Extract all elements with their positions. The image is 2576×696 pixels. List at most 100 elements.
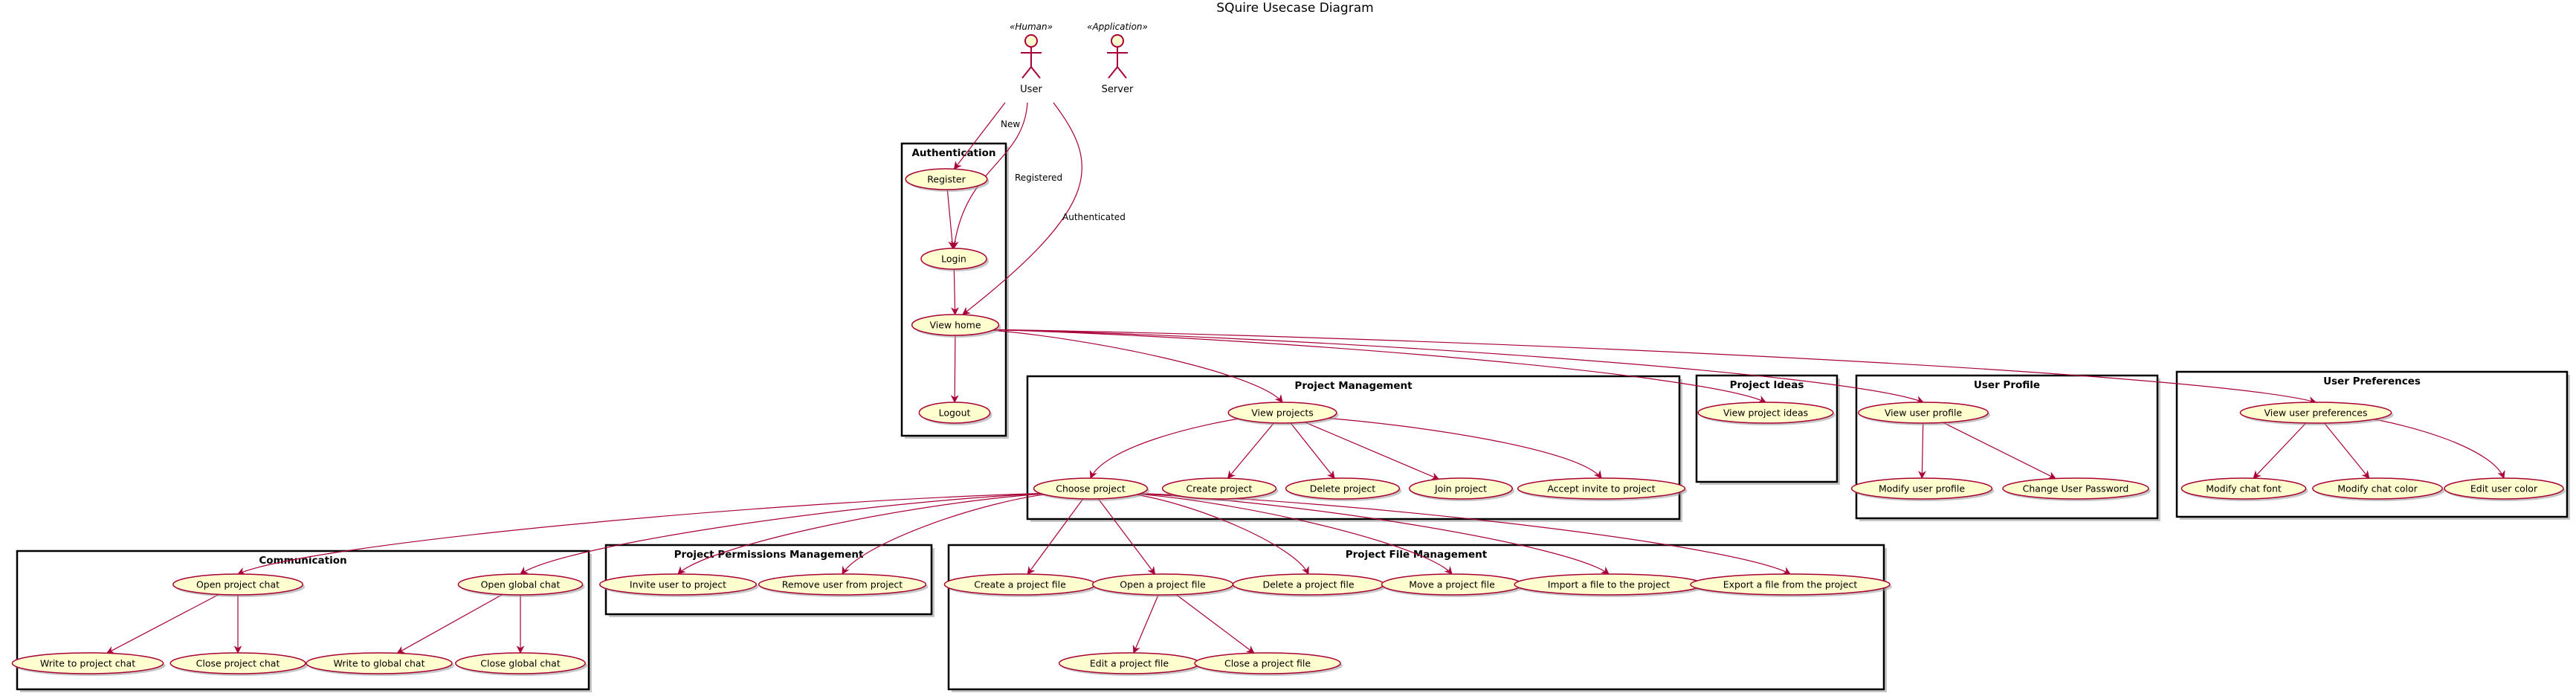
package-title: Project File Management [1346, 549, 1488, 561]
usecase-ellipse [457, 573, 584, 596]
edge-view-user-profile-to-change-user-password [1943, 422, 2056, 480]
diagram-title: SQuire Usecase Diagram [1216, 1, 1373, 16]
usecase-ellipse [1850, 477, 1993, 500]
usecase-login: Login [920, 248, 989, 271]
usecase-label: Create project [1187, 483, 1253, 494]
edge-label: Authenticated [1062, 212, 1126, 222]
usecase-choose-project: Choose project [1033, 477, 1150, 501]
usecase-ellipse [918, 402, 991, 424]
usecase-label: Close global chat [480, 658, 561, 669]
usecase-label: Remove user from project [782, 579, 903, 590]
actor-figure-icon [1021, 34, 1042, 79]
edge-view-projects-to-accept-invite [1314, 416, 1602, 479]
usecase-label: Export a file from the project [1723, 579, 1858, 590]
usecase-ellipse [1285, 477, 1401, 500]
edge-user-to-register [953, 102, 1006, 170]
edge-view-user-preferences-to-modify-chat-color [2323, 422, 2370, 479]
actor-user: «Human»User [1010, 22, 1053, 95]
usecase-open-global-chat: Open global chat [457, 573, 585, 597]
usecase-ellipse [2239, 402, 2392, 424]
usecase-label: Delete a project file [1262, 579, 1354, 590]
usecase-ellipse [306, 652, 453, 674]
usecase-view-project-ideas: View project ideas [1697, 402, 1836, 425]
usecase-view-user-profile: View user profile [1858, 402, 1991, 425]
edge-view-home-to-view-user-preferences [981, 329, 2317, 405]
usecase-label: Import a file to the project [1548, 579, 1670, 590]
usecase-label: Logout [939, 407, 971, 419]
usecase-open-file: Open a project file [1091, 573, 1236, 597]
edge-view-user-profile-to-modify-user-profile [1918, 422, 1926, 480]
edge-choose-project-to-invite-user [677, 492, 1057, 575]
usecase-label: Edit a project file [1090, 658, 1169, 669]
usecase-label: View user preferences [2264, 407, 2367, 419]
edge-choose-project-to-open-file [1097, 498, 1156, 575]
usecase-label: Edit user color [2470, 483, 2538, 494]
package-frame [1695, 374, 1839, 483]
package-title: Project Ideas [1730, 379, 1804, 391]
edge-register-to-login [946, 189, 957, 250]
usecase-label: Accept invite to project [1547, 483, 1655, 494]
edge-login-to-view-home [951, 268, 959, 316]
edge-view-home-to-view-project-ideas [981, 329, 1766, 403]
usecase-label: Invite user to project [630, 579, 726, 590]
usecase-label: Create a project file [974, 579, 1066, 590]
usecase-ellipse [920, 248, 987, 270]
usecase-invite-user: Invite user to project [599, 573, 759, 597]
usecase-ellipse [172, 573, 303, 596]
edge-view-projects-to-create-project [1227, 422, 1274, 479]
usecase-close-project-chat: Close project chat [170, 652, 308, 676]
edge-choose-project-to-open-global-chat [520, 492, 1057, 575]
usecase-delete-project: Delete project [1285, 477, 1402, 501]
edge-choose-project-to-delete-file [1124, 492, 1309, 575]
usecase-label: View home [929, 320, 981, 331]
usecase-ellipse [1517, 477, 1686, 500]
usecase-label: View user profile [1885, 407, 1963, 419]
usecase-label: Write to project chat [40, 658, 135, 669]
usecase-label: Change User Password [2023, 483, 2129, 494]
usecase-ellipse [758, 573, 927, 596]
usecase-join-project: Join project [1409, 477, 1515, 501]
usecase-ellipse [1409, 477, 1513, 500]
usecase-label: Close a project file [1224, 658, 1311, 669]
package-frame [900, 142, 1007, 437]
usecase-ellipse [2444, 477, 2564, 500]
usecase-modify-chat-color: Modify chat color [2312, 477, 2445, 501]
usecase-label: Open project chat [196, 579, 280, 590]
usecase-view-projects: View projects [1227, 402, 1339, 425]
edge-label: Registered [1015, 173, 1062, 183]
usecase-ellipse [911, 314, 1000, 336]
package-authentication: Authentication [900, 142, 1009, 439]
usecase-ellipse [11, 652, 164, 674]
edge-view-home-to-view-user-profile [981, 329, 1925, 404]
actor-stereotype: «Application» [1087, 22, 1148, 32]
usecase-create-project: Create project [1161, 477, 1279, 501]
edge-view-user-preferences-to-modify-chat-font [2253, 422, 2307, 479]
usecase-accept-invite: Accept invite to project [1517, 477, 1688, 501]
usecase-edit-file: Edit a project file [1058, 652, 1202, 676]
edge-choose-project-to-move-file [1124, 492, 1453, 575]
usecase-label: Open a project file [1120, 579, 1206, 590]
usecase-write-project-chat: Write to project chat [11, 652, 166, 676]
usecase-open-project-chat: Open project chat [172, 573, 306, 597]
usecase-ellipse [2002, 477, 2149, 500]
usecase-label: Move a project file [1409, 579, 1495, 590]
edge-open-project-chat-to-write-project-chat [106, 593, 219, 654]
usecase-ellipse [1690, 573, 1891, 596]
usecase-modify-user-profile: Modify user profile [1850, 477, 1995, 501]
usecase-import-file: Import a file to the project [1514, 573, 1705, 597]
usecase-label: View projects [1251, 407, 1314, 419]
edge-choose-project-to-remove-user [842, 492, 1057, 575]
usecase-label: Join project [1434, 483, 1487, 494]
usecase-label: Register [927, 174, 966, 185]
usecase-label: Modify user profile [1879, 483, 1965, 494]
edge-choose-project-to-open-project-chat [237, 492, 1057, 575]
usecase-ellipse [455, 652, 586, 674]
actor-figure-icon [1107, 34, 1128, 79]
usecase-ellipse [2180, 477, 2307, 500]
usecase-modify-chat-font: Modify chat font [2180, 477, 2308, 501]
usecase-ellipse [1858, 402, 1989, 424]
package-title: Authentication [911, 147, 995, 159]
usecase-remove-user: Remove user from project [758, 573, 929, 597]
usecase-ellipse [1194, 652, 1341, 674]
edge-open-global-chat-to-write-global-chat [396, 593, 503, 654]
